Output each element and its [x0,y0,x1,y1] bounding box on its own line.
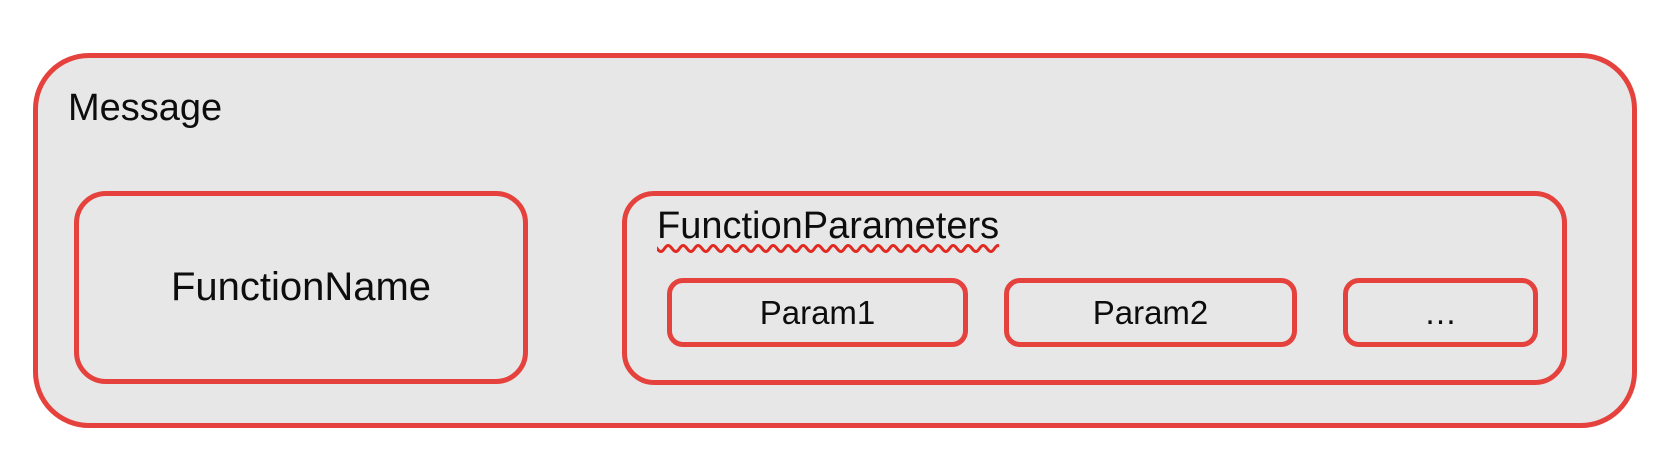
function-parameters-label: FunctionParameters [657,205,1000,247]
function-parameters-box: FunctionParameters Param1 Param2 … [622,191,1567,385]
message-box: Message FunctionName FunctionParameters … [33,53,1637,428]
param-box-ellipsis: … [1343,278,1538,347]
function-name-box: FunctionName [74,191,528,384]
param-2-label: Param2 [1092,293,1209,331]
message-label: Message [68,87,223,129]
function-parameters-label-row: FunctionParameters [657,204,999,250]
function-name-label: FunctionName [170,265,432,309]
param-ellipsis-label: … [1424,293,1457,331]
param-1-label: Param1 [759,293,876,331]
param-box-2: Param2 [1004,278,1297,347]
param-box-1: Param1 [667,278,968,347]
